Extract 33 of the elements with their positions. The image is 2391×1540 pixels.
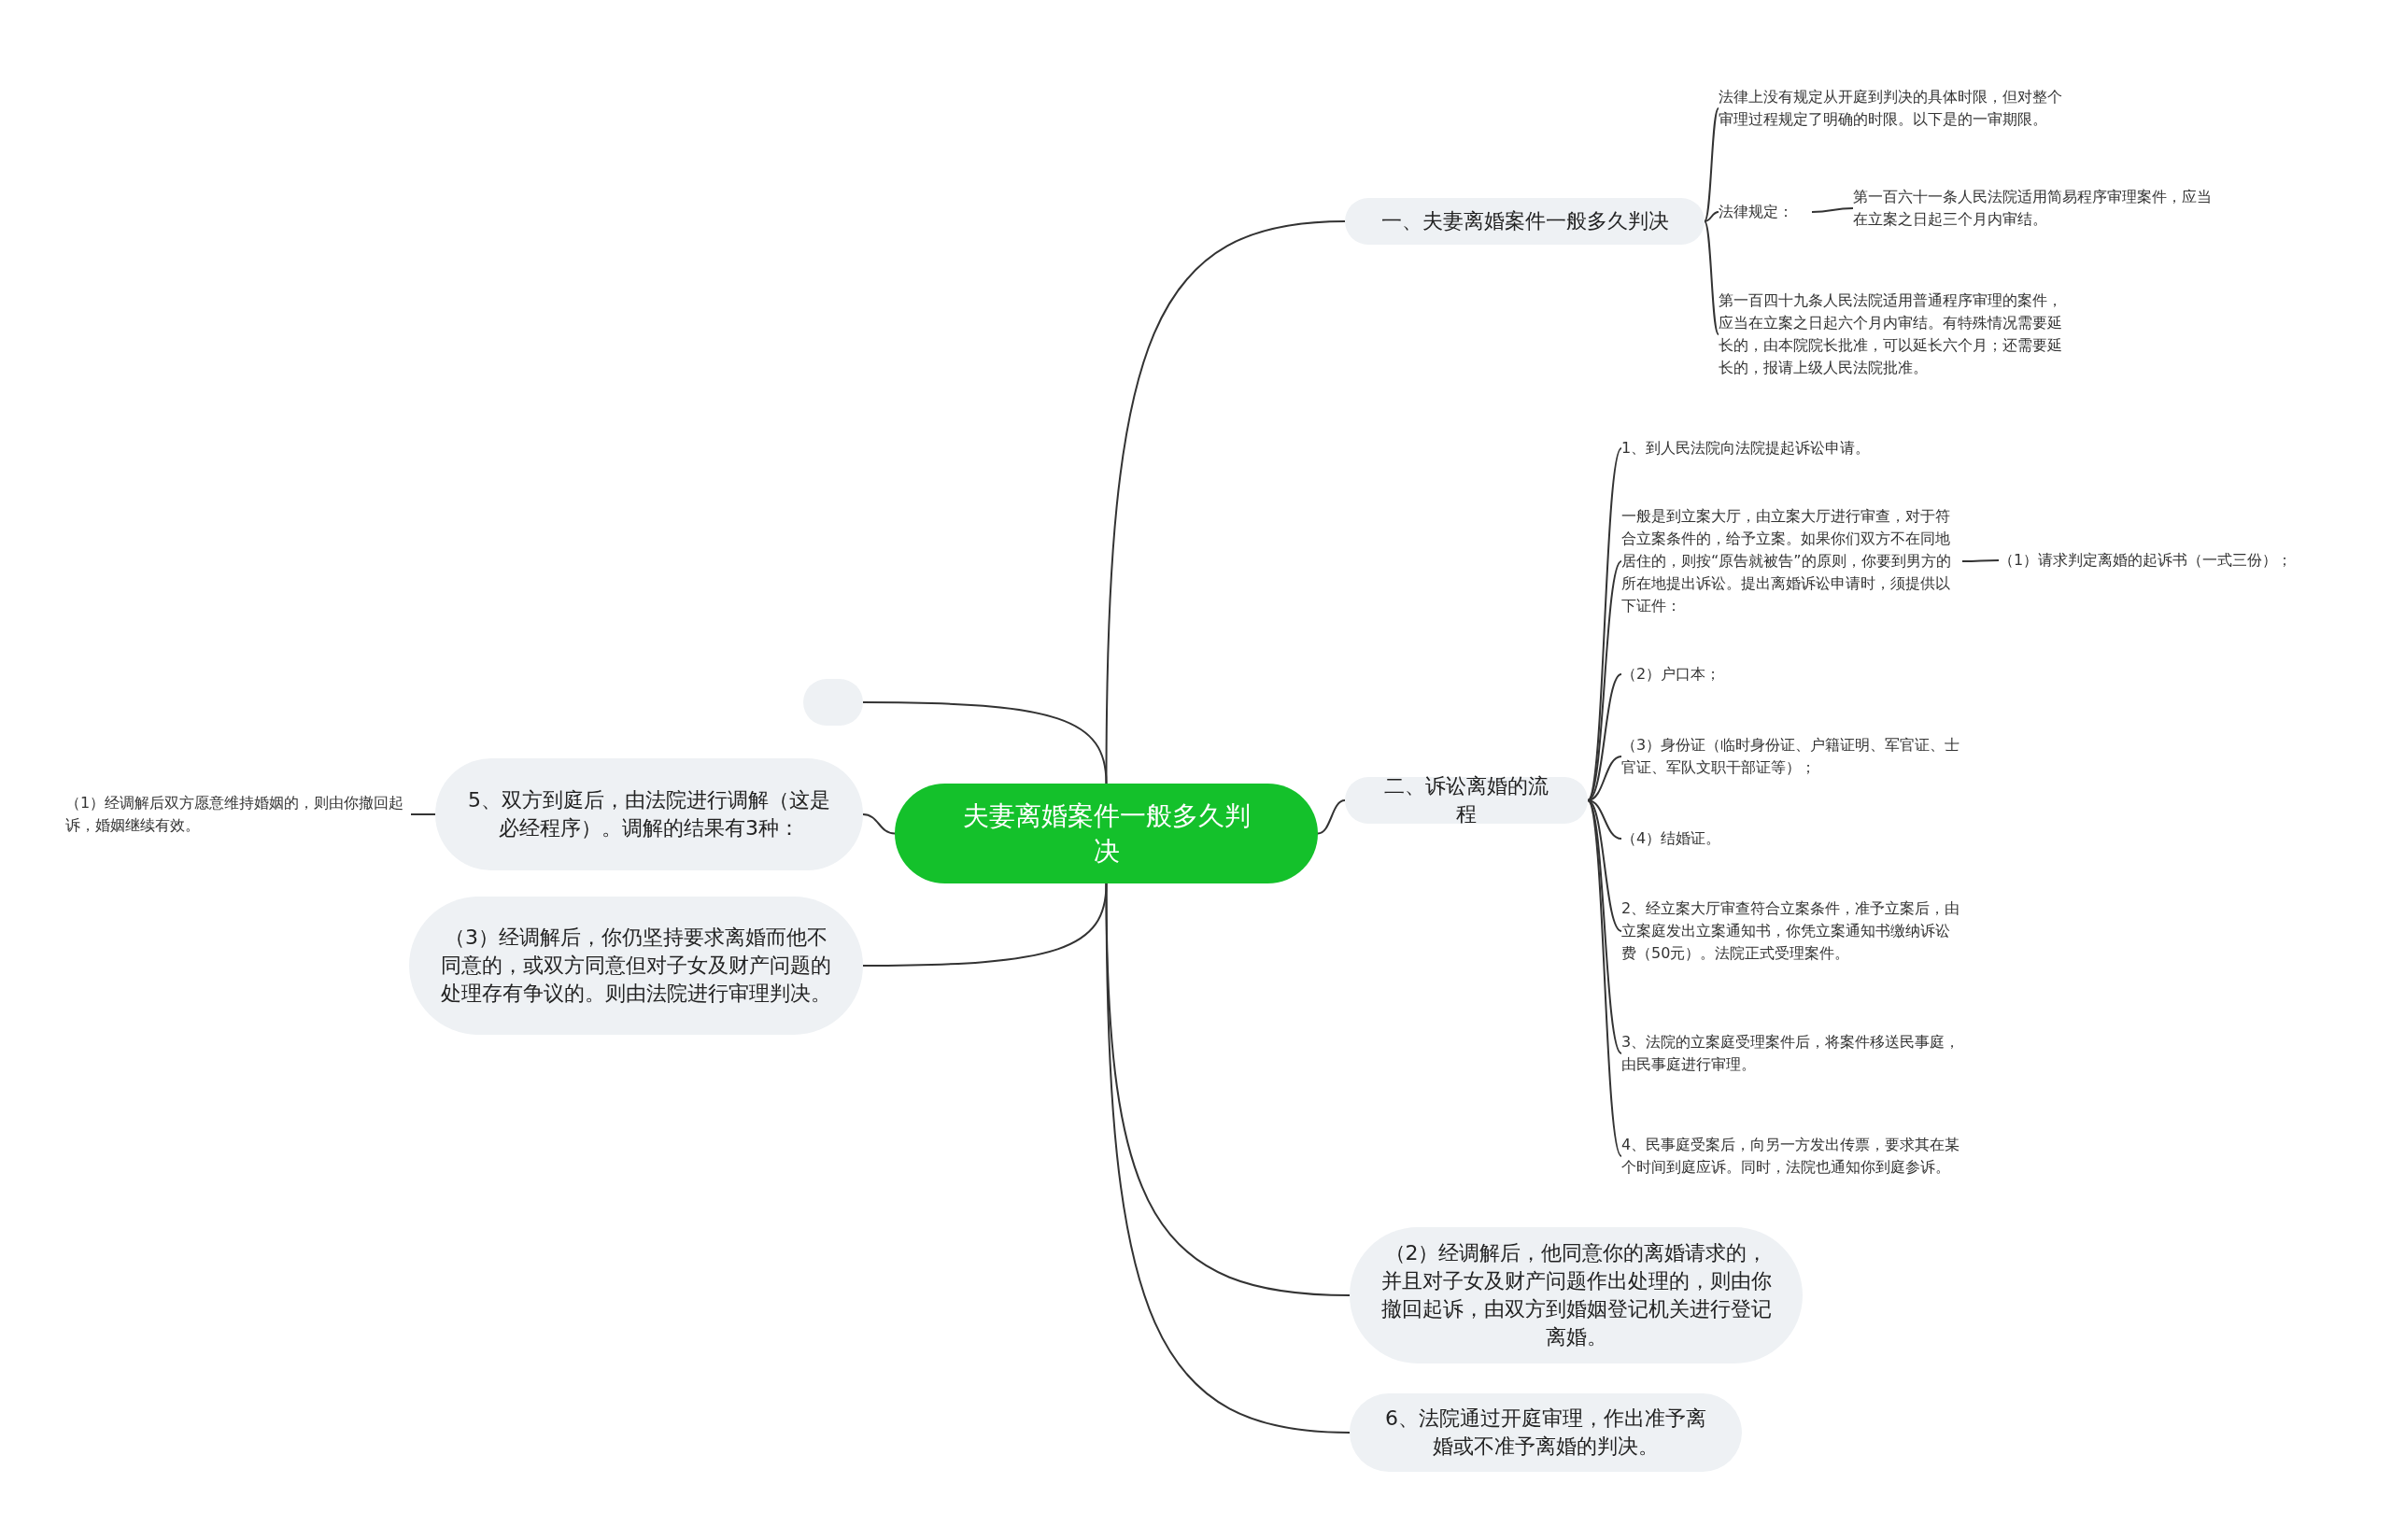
topic-pill: （2）经调解后，他同意你的离婚请求的，并且对子女及财产问题作出处理的，则由你撤回起诉，由双方到婚姻登记机关进行登记离婚。 (1350, 1227, 1803, 1363)
topic-text: 一般是到立案大厅，由立案大厅进行审查，对于符合立案条件的，给予立案。如果你们双方不在同地居住的，则按“原告就被告”的原则，你要到男方的所在地提出诉讼。提出离婚诉讼申请时，须提供以下证件： (1621, 504, 1962, 618)
topic-text: 3、法院的立案庭受理案件后，将案件移送民事庭，由民事庭进行审理。 (1621, 1029, 1962, 1078)
topic-text: （1）请求判定离婚的起诉书（一式三份）； (1999, 547, 2354, 573)
connector-line (1961, 559, 2000, 562)
empty-topic-pill (803, 679, 863, 726)
topic-pill: 6、法院通过开庭审理，作出准予离婚或不准予离婚的判决。 (1350, 1393, 1742, 1472)
connector-line (410, 813, 436, 815)
topic-text: 法律规定： (1719, 198, 1812, 226)
topic-text: 法律上没有规定从开庭到判决的具体时限，但对整个审理过程规定了明确的时限。以下是的一审期限。 (1719, 73, 2064, 144)
topic-text: （1）经调解后双方愿意维持婚姻的，则由你撤回起诉，婚姻继续有效。 (65, 790, 411, 839)
connector-line (1317, 799, 1346, 835)
connector-line (1704, 107, 1719, 222)
central-topic: 夫妻离婚案件一般多久判决 (895, 784, 1318, 883)
topic-pill: （3）经调解后，你仍坚持要求离婚而他不同意的，或双方同意但对子女及财产问题的处理存有争议的。则由法院进行审理判决。 (409, 897, 863, 1035)
topic-text: 2、经立案大厅审查符合立案条件，准予立案后，由立案庭发出立案通知书，你凭立案通知书缴纳诉讼费（50元）。法院正式受理案件。 (1621, 895, 1962, 968)
connector-line (862, 813, 896, 835)
connector-line (1704, 211, 1719, 222)
topic-pill: 5、双方到庭后，由法院进行调解（这是必经程序）。调解的结果有3种： (435, 758, 863, 870)
topic-text: 1、到人民法院向法院提起诉讼申请。 (1621, 435, 1930, 461)
topic-text: （2）户口本； (1621, 661, 1771, 687)
topic-text: （4）结婚证。 (1621, 826, 1771, 852)
topic-text: 第一百六十一条人民法院适用简易程序审理案件，应当在立案之日起三个月内审结。 (1853, 183, 2217, 233)
connector-line (1704, 220, 1719, 335)
connector-line (1105, 883, 1351, 1434)
topic-text: 第一百四十九条人民法院适用普通程序审理的案件，应当在立案之日起六个月内审结。有特殊情况需要延长的，由本院院长批准，可以延长六个月；还需要延长的，报请上级人民法院批准。 (1719, 276, 2064, 392)
topic-pill: 二、诉讼离婚的流程 (1345, 777, 1588, 824)
topic-text: （3）身份证（临时身份证、户籍证明、军官证、士官证、军队文职干部证等）； (1621, 732, 1962, 781)
topic-text: 4、民事庭受案后，向另一方发出传票，要求其在某个时间到庭应诉。同时，法院也通知你到庭参诉。 (1621, 1121, 1962, 1192)
connector-line (862, 701, 1108, 784)
topic-pill: 一、夫妻离婚案件一般多久判决 (1345, 198, 1705, 245)
connector-line (862, 883, 1108, 967)
connector-line (1811, 207, 1854, 213)
